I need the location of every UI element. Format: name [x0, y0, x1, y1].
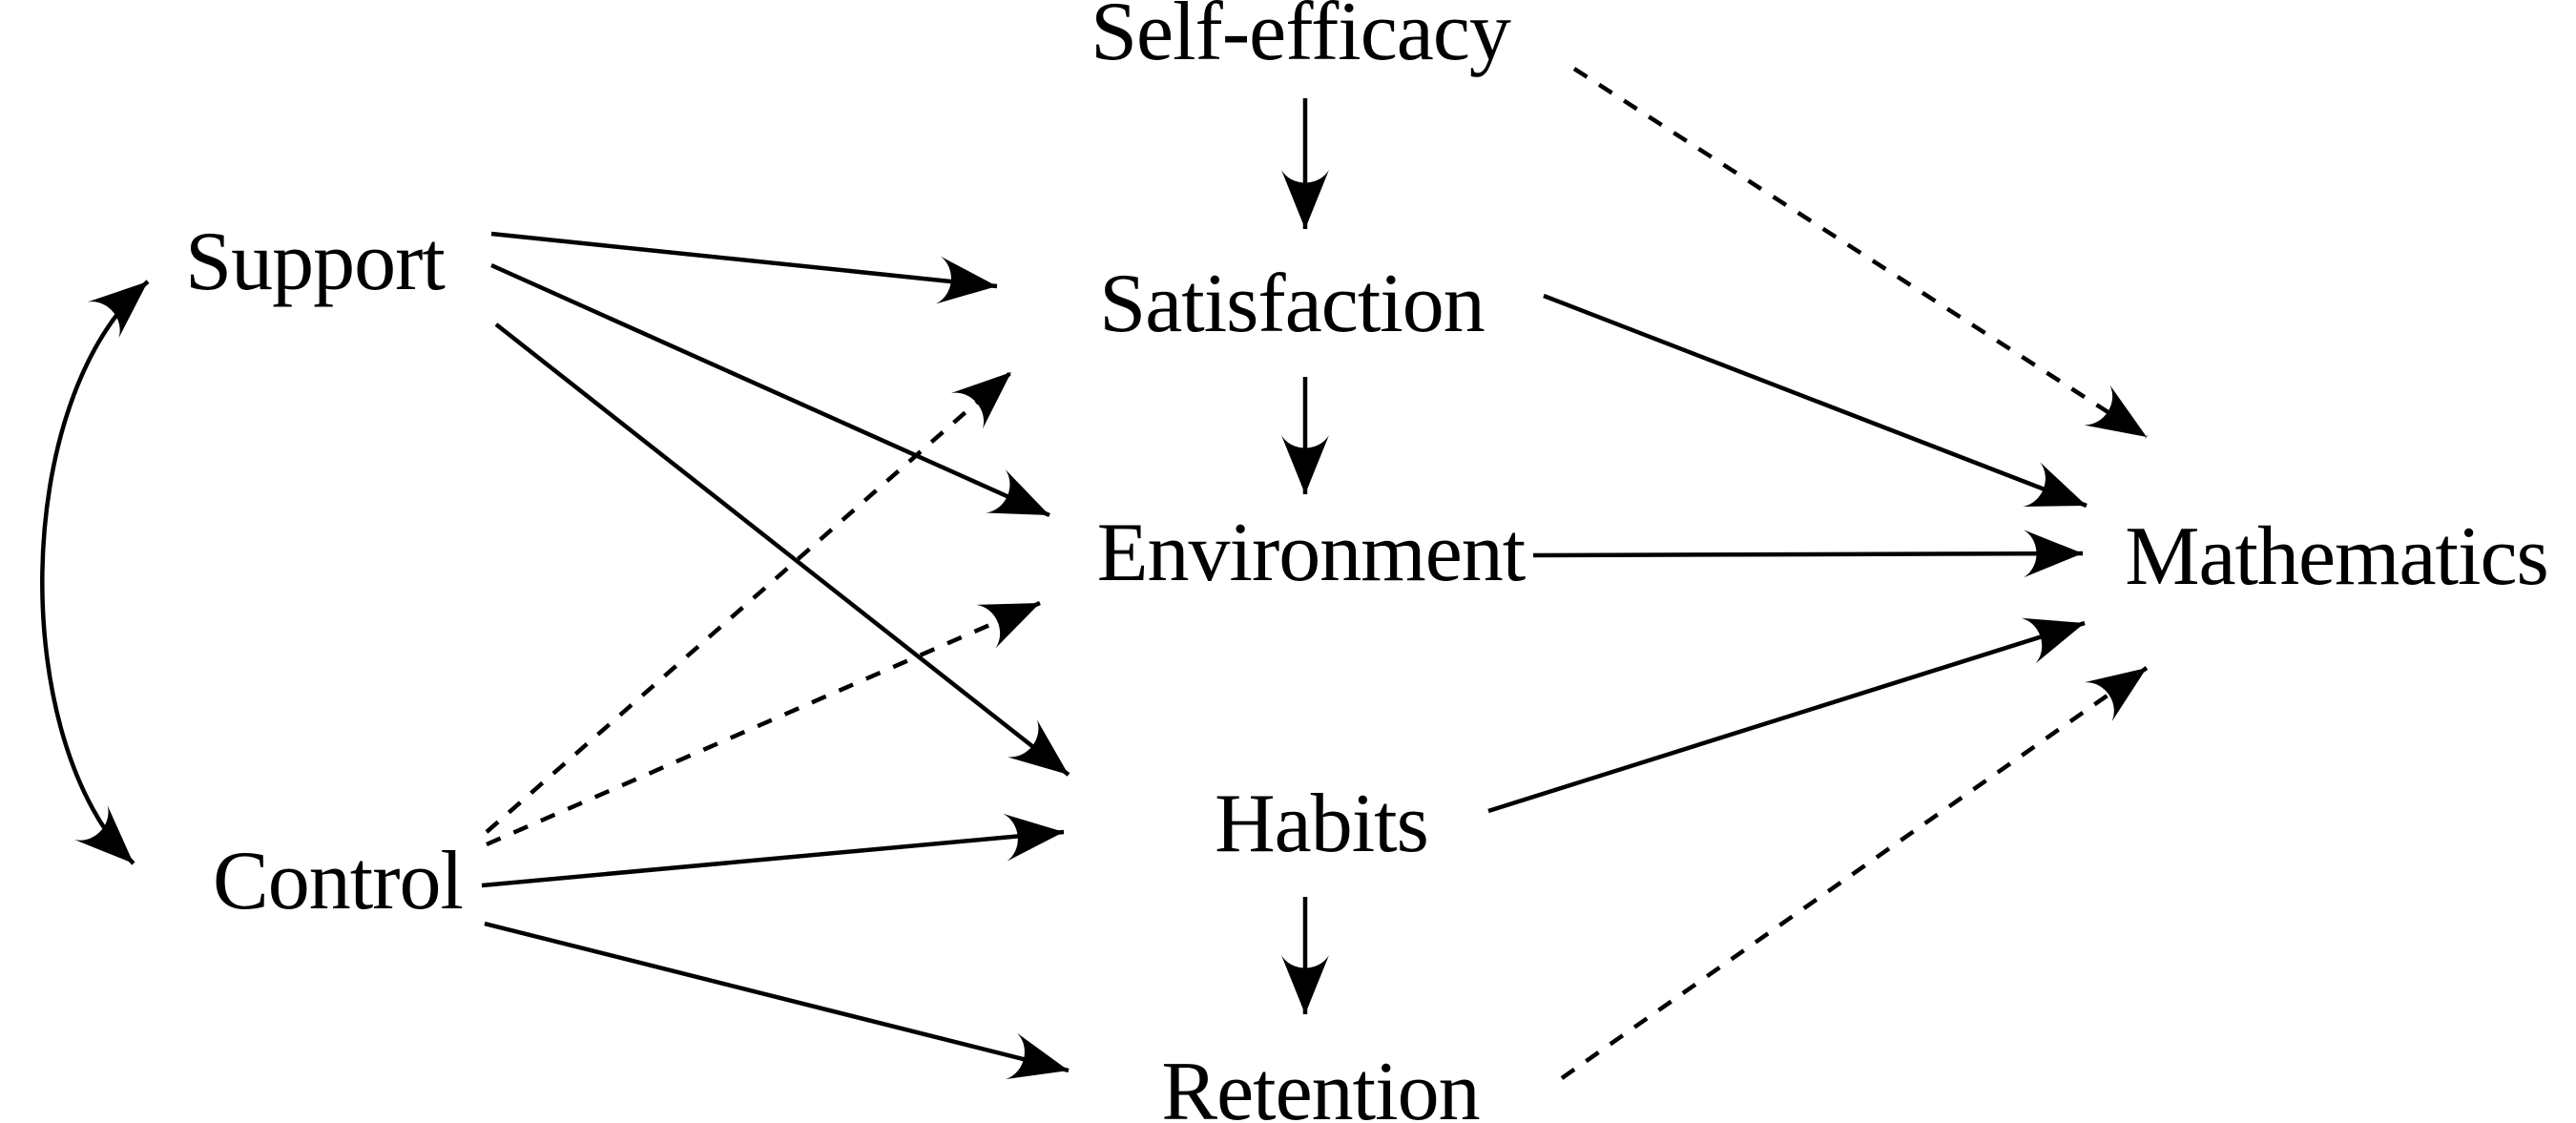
node-label-mathematics: Mathematics	[2125, 510, 2548, 603]
node-label-habits: Habits	[1215, 778, 1428, 870]
edge-support-habits	[494, 322, 1070, 777]
edge-environment-mathematics	[1532, 530, 2084, 578]
node-label-satisfaction: Satisfaction	[1099, 258, 1484, 350]
edge-self-efficacy-mathematics	[1572, 67, 2149, 439]
node-label-self-efficacy: Self-efficacy	[1091, 0, 1511, 78]
edge-control-environment	[486, 600, 1041, 847]
node-label-support: Support	[185, 216, 445, 308]
edge-support-control	[40, 280, 150, 865]
node-label-control: Control	[213, 835, 463, 927]
edge-support-satisfaction	[490, 231, 998, 304]
edge-control-satisfaction	[485, 370, 1013, 834]
node-label-environment: Environment	[1097, 507, 1526, 599]
edges-layer	[40, 67, 2149, 1080]
edge-satisfaction-mathematics	[1543, 293, 2088, 509]
edge-support-environment	[490, 262, 1050, 518]
edge-control-retention	[484, 921, 1070, 1080]
edge-habits-mathematics	[1487, 617, 2086, 814]
edge-control-habits	[481, 813, 1065, 888]
edge-retention-mathematics	[1560, 666, 2149, 1080]
node-label-retention: Retention	[1161, 1046, 1479, 1123]
